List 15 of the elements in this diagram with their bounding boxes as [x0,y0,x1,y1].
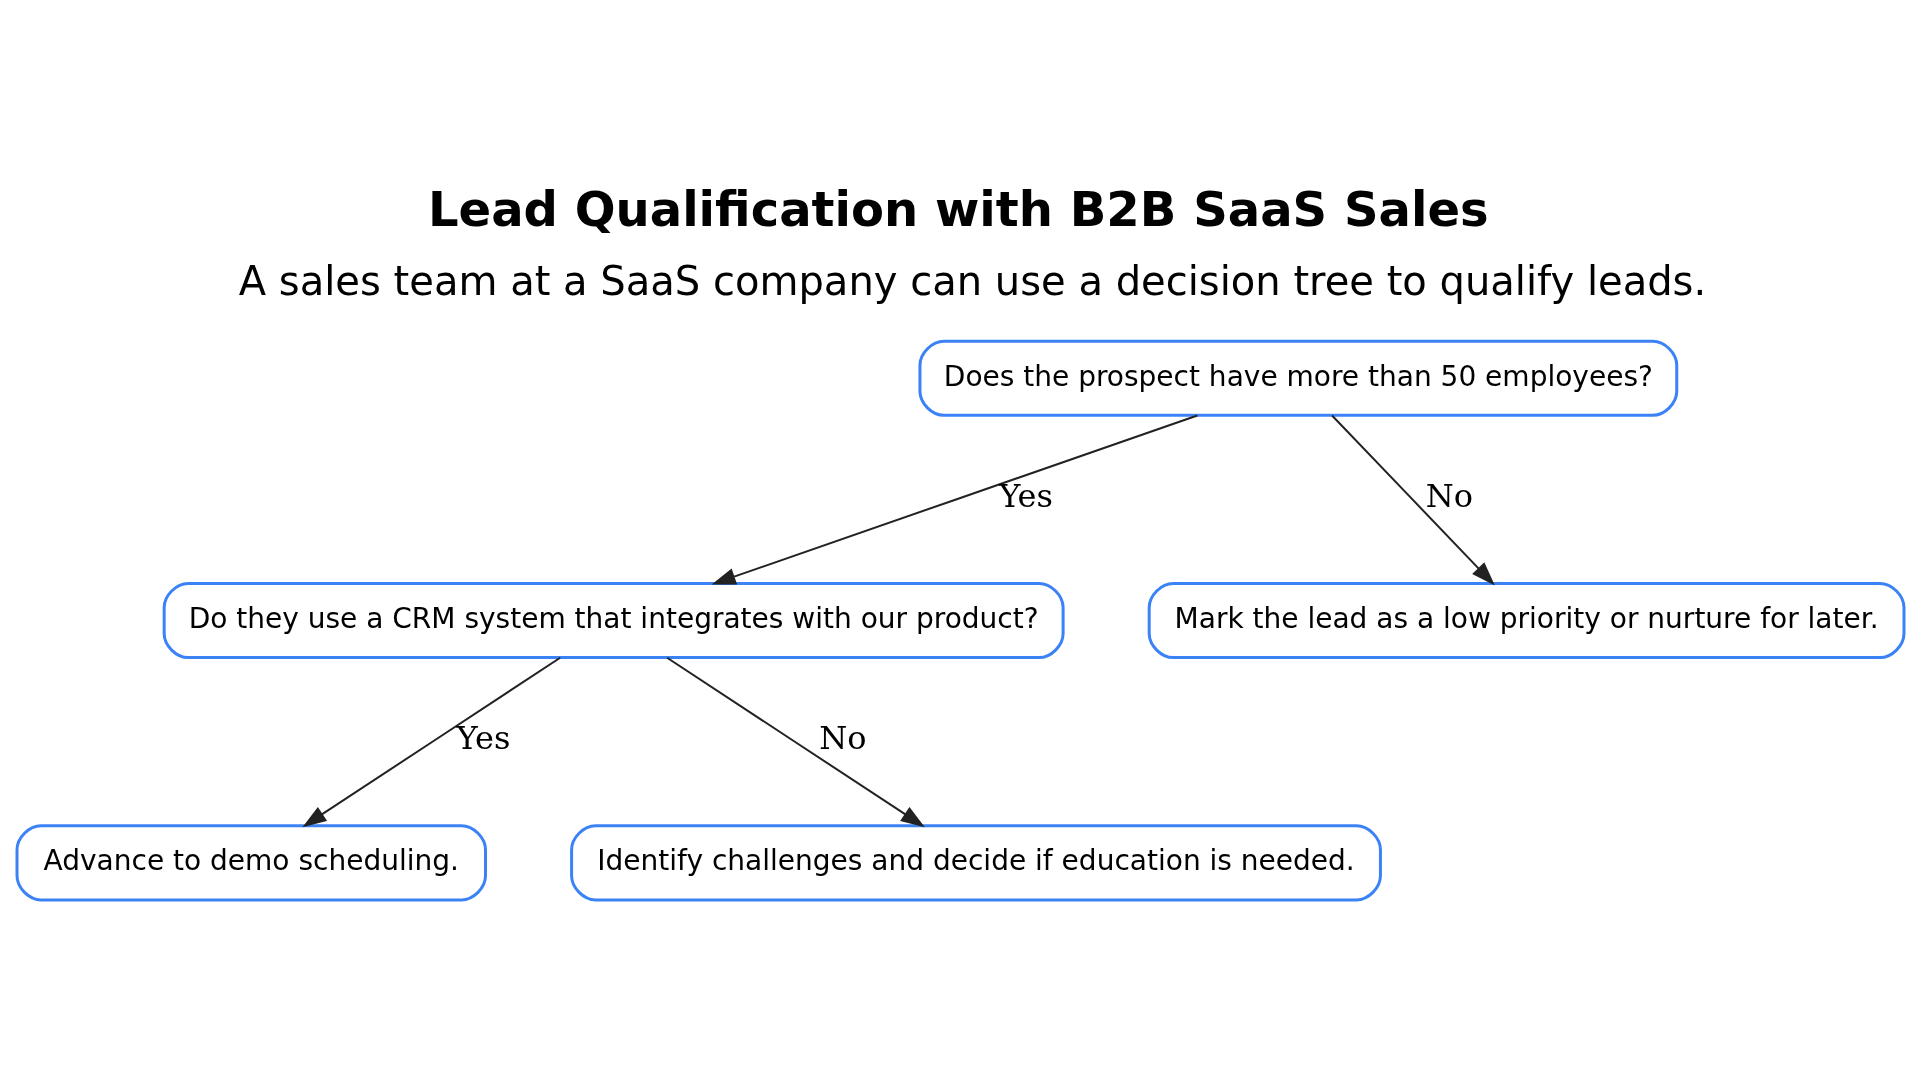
arrow [1330,414,1495,585]
edge-label: Yes [456,718,510,757]
diagram-title: Lead Qualification with B2B SaaS Sales [427,180,1489,237]
caption: A sales team at a SaaS company can use a decision tree to qualify leads. [238,257,1706,304]
edge-label: No [818,718,867,757]
node-box: Does the prospect have more than 50 employees? [917,339,1678,417]
node-box: Mark the lead as a low priority or nurture for later. [1147,581,1905,659]
node-box: Identify challenges and decide if education is needed. [569,823,1382,901]
edge-label: Yes [998,476,1053,515]
edge-label: No [1425,476,1473,515]
node-box: Advance to demo scheduling. [15,823,487,901]
arrow [665,656,925,827]
node-box: Do they use a CRM system that integrates with our product? [162,581,1065,659]
arrow [301,656,561,827]
arrow [711,414,1198,585]
